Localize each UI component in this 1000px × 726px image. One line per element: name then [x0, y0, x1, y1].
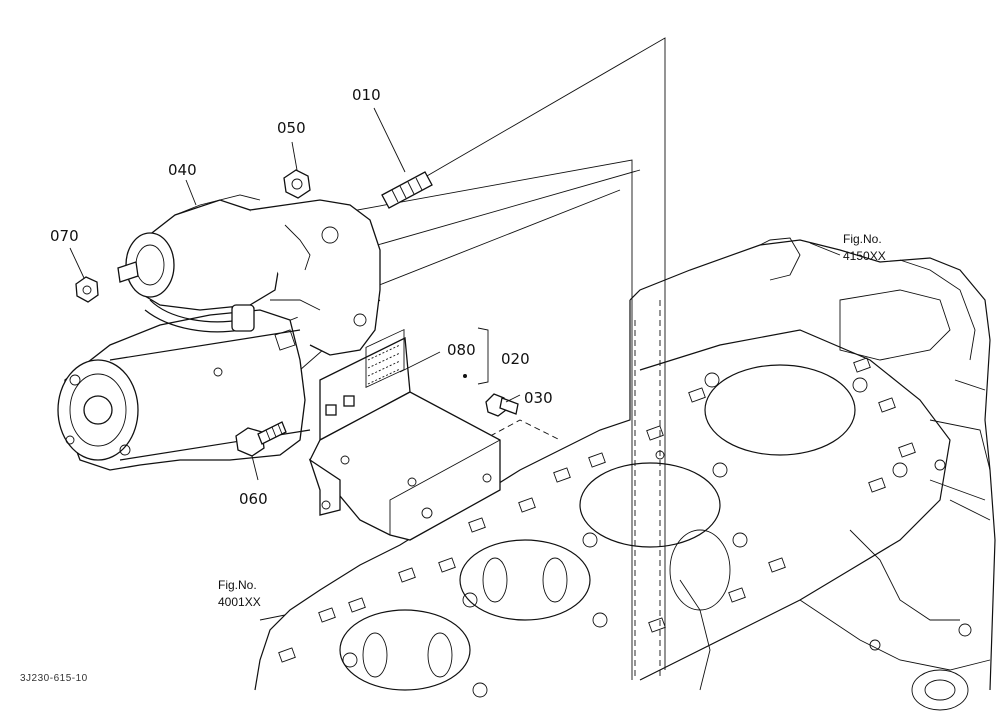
fig-ref-label: Fig.No.	[218, 578, 257, 592]
nut-050	[283, 169, 311, 199]
part-label-030: 030	[524, 389, 553, 407]
bracket-020	[308, 328, 501, 541]
part-label-050: 050	[277, 119, 306, 137]
part-label-010: 010	[352, 86, 381, 104]
fig-ref-number: 4001XX	[218, 595, 261, 609]
stud-bolt-010	[381, 171, 433, 209]
fig-ref-number: 4150XX	[843, 249, 886, 263]
fig-ref-4001xx: Fig.No. 4001XX	[218, 578, 261, 609]
part-label-060: 060	[239, 490, 268, 508]
label-leaders	[69, 107, 841, 621]
fig-ref-label: Fig.No.	[843, 232, 882, 246]
part-label-080: 080	[447, 341, 476, 359]
part-label-070: 070	[50, 227, 79, 245]
bolt-030	[485, 393, 519, 417]
diagram-code: 3J230-615-10	[20, 673, 88, 684]
bolt-060	[235, 421, 287, 457]
engine-block-drawing	[254, 237, 996, 711]
part-label-040: 040	[168, 161, 197, 179]
fig-ref-4150xx: Fig.No. 4150XX	[843, 232, 886, 263]
part-label-020: 020	[501, 350, 530, 368]
nut-070	[75, 276, 99, 303]
